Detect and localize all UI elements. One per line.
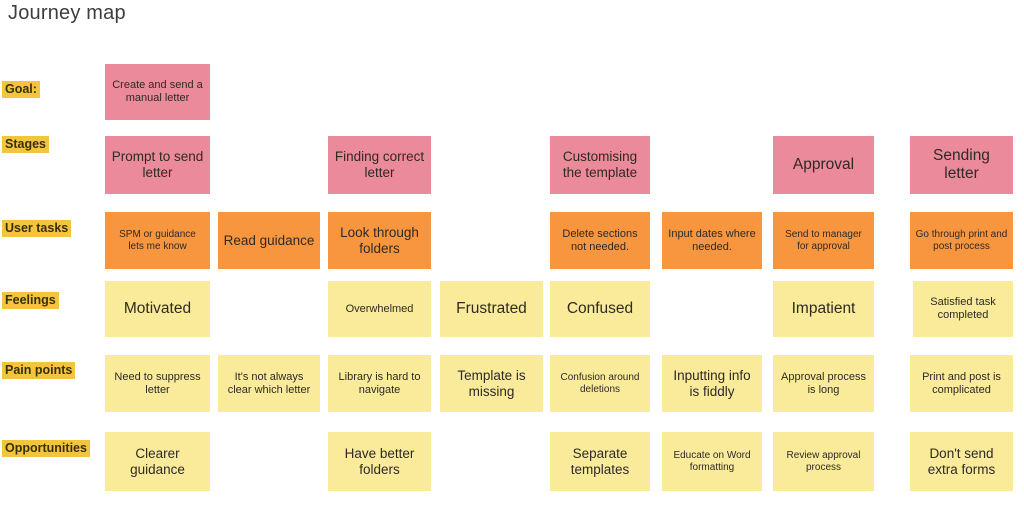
card-text: Finding correct letter (334, 149, 425, 180)
card-text: Sending letter (933, 146, 990, 182)
user-task-card-look-through-folders[interactable]: Look through folders (328, 212, 431, 269)
pain-point-card-confusion-deletions[interactable]: Confusion around deletions (550, 355, 650, 412)
row-label-feelings: Feelings (2, 292, 59, 309)
card-text: Delete sections not needed. (562, 227, 638, 253)
card-text: Read guidance (223, 232, 315, 248)
row-label-pain-points: Pain points (2, 362, 76, 379)
user-task-card-spm-or-guidance[interactable]: SPM or guidance lets me know (105, 212, 210, 269)
feeling-card-overwhelmed[interactable]: Overwhelmed (328, 281, 431, 337)
card-text: Approval (792, 155, 855, 173)
card-text: Have better folders (344, 445, 415, 477)
card-text: Confusion around deletions (560, 371, 640, 395)
card-text: Satisfied task completed (930, 296, 996, 321)
pain-point-card-inputting-fiddly[interactable]: Inputting info is fiddly (662, 355, 762, 412)
card-text: Don't send extra forms (927, 445, 996, 477)
page-title: Journey map (8, 2, 126, 24)
pain-point-card-print-post-complicated[interactable]: Print and post is complicated (910, 355, 1013, 412)
opportunity-card-separate-templates[interactable]: Separate templates (550, 432, 650, 491)
card-text: Educate on Word formatting (673, 449, 751, 473)
opportunity-card-dont-send-extra-forms[interactable]: Don't send extra forms (910, 432, 1013, 491)
card-text: Need to suppress letter (114, 370, 201, 396)
pain-point-card-suppress-letter[interactable]: Need to suppress letter (105, 355, 210, 412)
card-text: Motivated (123, 299, 192, 317)
stage-card-prompt-to-send-letter[interactable]: Prompt to send letter (105, 136, 210, 194)
pain-point-card-template-missing[interactable]: Template is missing (440, 355, 543, 412)
card-text: It's not always clear which letter (227, 370, 311, 396)
card-text: Approval process is long (781, 370, 866, 396)
feeling-card-impatient[interactable]: Impatient (773, 281, 874, 337)
feeling-card-confused[interactable]: Confused (550, 281, 650, 337)
card-text: Template is missing (457, 367, 526, 399)
card-text: Print and post is complicated (922, 370, 1001, 396)
card-text: Look through folders (340, 224, 419, 256)
card-text: Create and send a manual letter (112, 79, 203, 104)
pain-point-card-library-hard-to-navigate[interactable]: Library is hard to navigate (328, 355, 431, 412)
card-text: Overwhelmed (345, 302, 414, 315)
card-text: Impatient (791, 299, 856, 317)
pain-point-card-unclear-letter[interactable]: It's not always clear which letter (218, 355, 320, 412)
stage-card-customising-the-template[interactable]: Customising the template (550, 136, 650, 194)
opportunity-card-review-approval-process[interactable]: Review approval process (773, 432, 874, 491)
card-text: Inputting info is fiddly (673, 367, 751, 399)
user-task-card-delete-sections[interactable]: Delete sections not needed. (550, 212, 650, 269)
feeling-card-frustrated[interactable]: Frustrated (440, 281, 543, 337)
card-text: Clearer guidance (130, 445, 185, 477)
goal-card[interactable]: Create and send a manual letter (105, 64, 210, 120)
row-label-user-tasks: User tasks (2, 220, 72, 237)
stage-card-approval[interactable]: Approval (773, 136, 874, 194)
row-label-stages: Stages (2, 136, 49, 153)
pain-point-card-approval-long[interactable]: Approval process is long (773, 355, 874, 412)
feeling-card-motivated[interactable]: Motivated (105, 281, 210, 337)
opportunity-card-clearer-guidance[interactable]: Clearer guidance (105, 432, 210, 491)
card-text: Review approval process (786, 449, 861, 473)
card-text: Go through print and post process (915, 228, 1008, 252)
card-text: Customising the template (562, 149, 638, 180)
card-text: Frustrated (456, 299, 527, 317)
stage-card-finding-correct-letter[interactable]: Finding correct letter (328, 136, 431, 194)
card-text: Prompt to send letter (111, 149, 204, 180)
feeling-card-satisfied[interactable]: Satisfied task completed (913, 281, 1013, 337)
card-text: SPM or guidance lets me know (119, 228, 196, 252)
user-task-card-send-to-manager[interactable]: Send to manager for approval (773, 212, 874, 269)
opportunity-card-have-better-folders[interactable]: Have better folders (328, 432, 431, 491)
row-label-goal: Goal: (2, 81, 40, 98)
user-task-card-read-guidance[interactable]: Read guidance (218, 212, 320, 269)
user-task-card-print-and-post[interactable]: Go through print and post process (910, 212, 1013, 269)
card-text: Separate templates (570, 445, 630, 477)
card-text: Library is hard to navigate (338, 370, 421, 396)
stage-card-sending-letter[interactable]: Sending letter (910, 136, 1013, 194)
card-text: Confused (566, 299, 634, 317)
card-text: Send to manager for approval (785, 228, 862, 252)
opportunity-card-educate-word-formatting[interactable]: Educate on Word formatting (662, 432, 762, 491)
card-text: Input dates where needed. (668, 227, 756, 253)
row-label-opportunities: Opportunities (2, 440, 90, 457)
user-task-card-input-dates[interactable]: Input dates where needed. (662, 212, 762, 269)
